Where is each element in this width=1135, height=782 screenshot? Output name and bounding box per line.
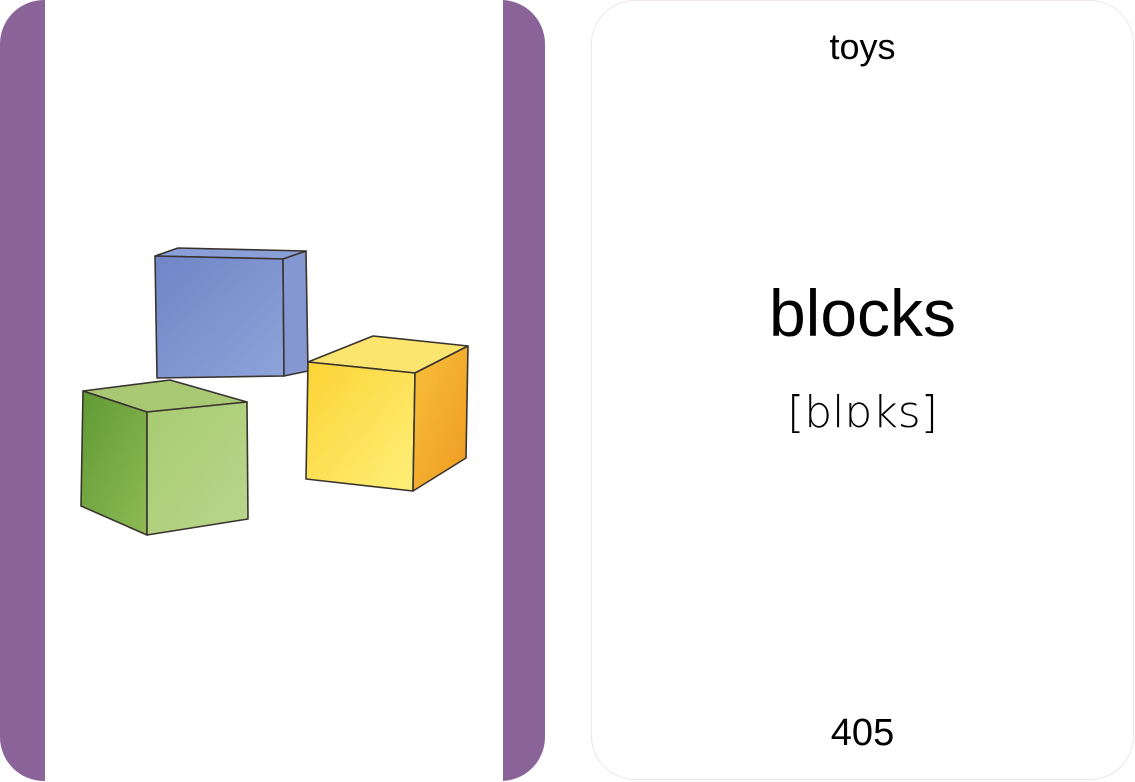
phonetic-transcription: [blɒks] bbox=[787, 387, 938, 438]
card-number: 405 bbox=[830, 712, 895, 754]
toy-blocks-illustration bbox=[80, 247, 469, 536]
green-block bbox=[80, 379, 249, 536]
yellow-block bbox=[305, 335, 469, 492]
vocabulary-word: blocks bbox=[768, 276, 957, 350]
flashcard-back[interactable]: toys blocks [blɒks] 405 bbox=[591, 0, 1134, 780]
blue-block bbox=[154, 247, 309, 379]
category-label: toys bbox=[829, 26, 896, 67]
flashcard-front[interactable] bbox=[0, 0, 545, 781]
